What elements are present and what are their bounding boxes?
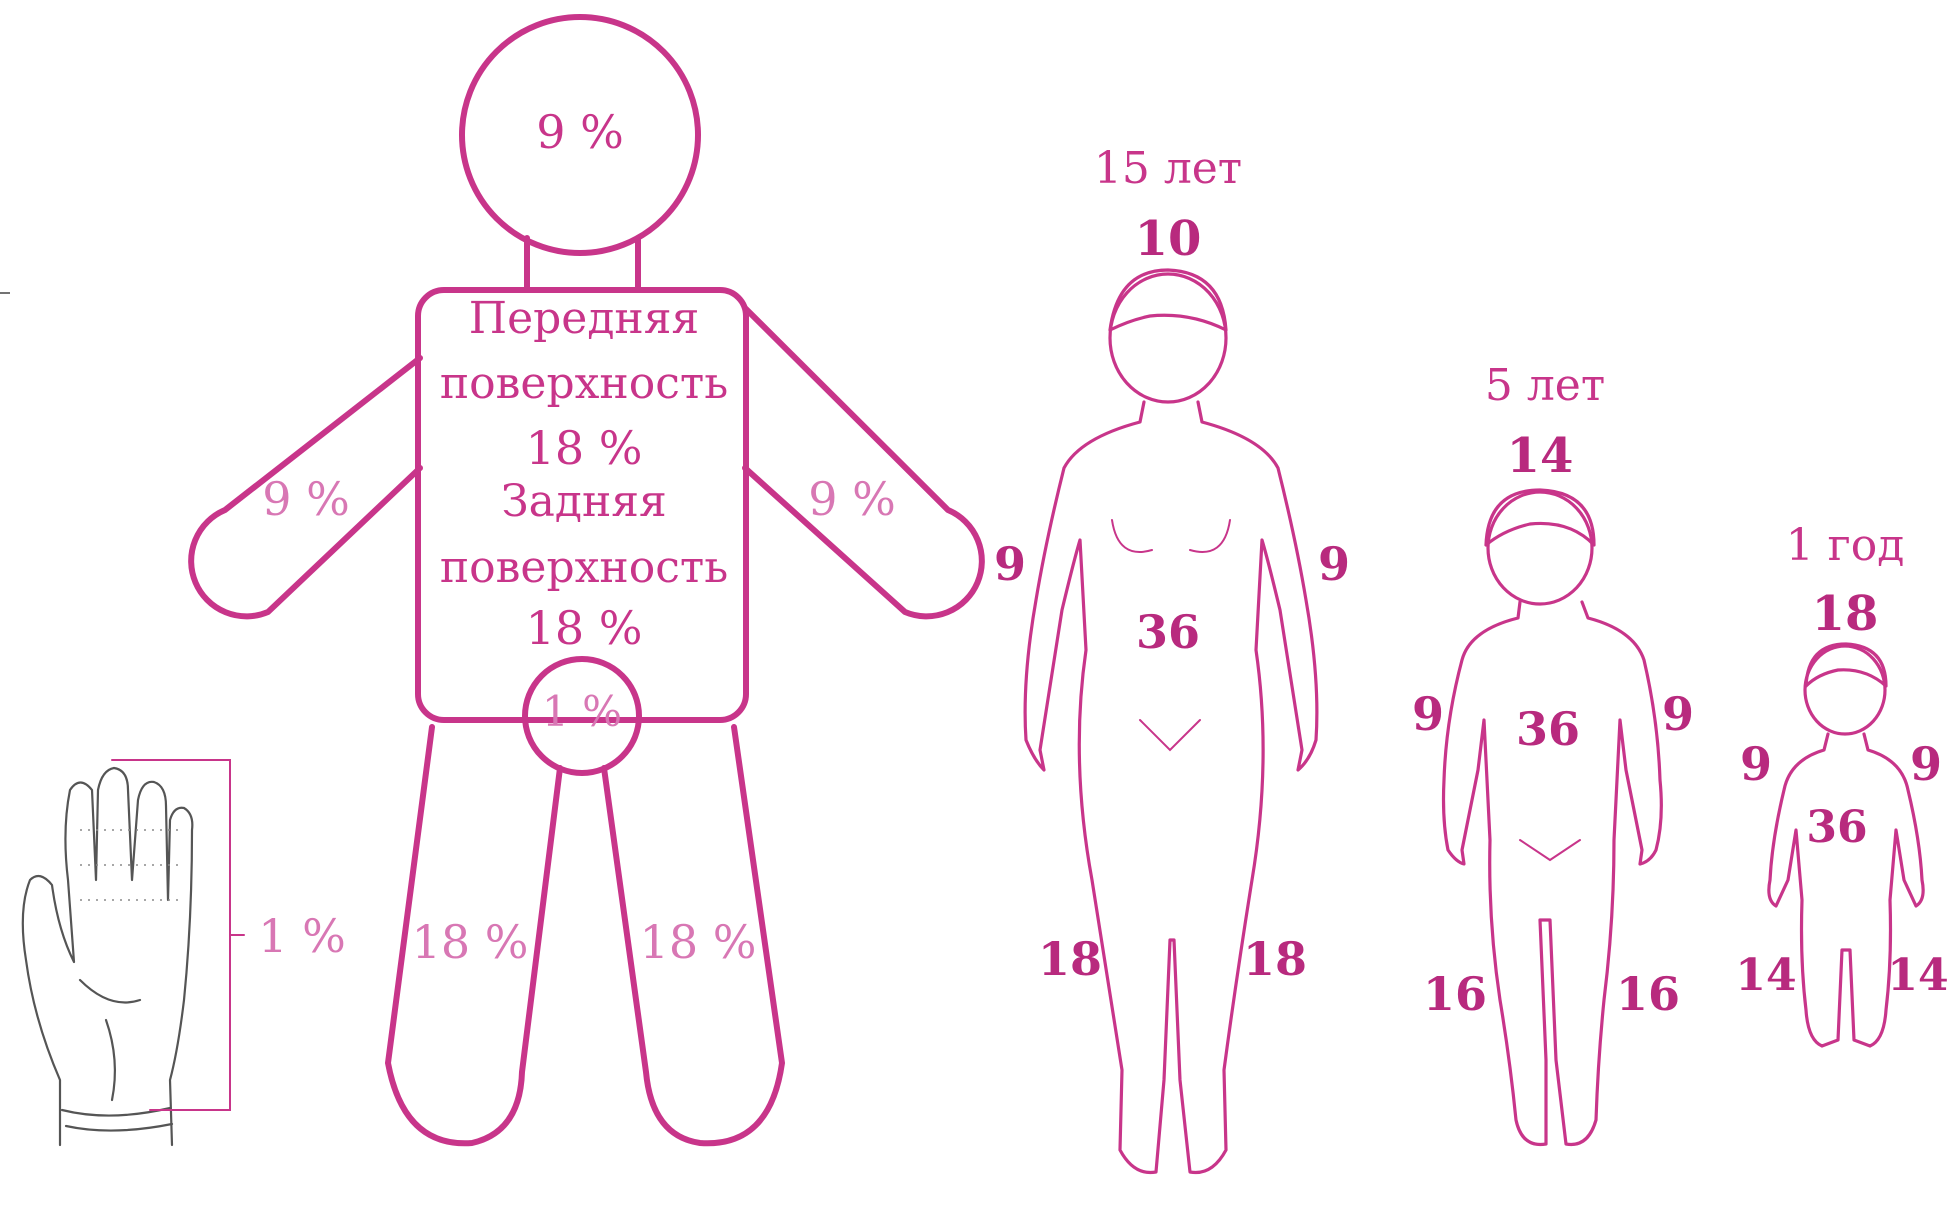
figure15-leg-left-value: 18 [1038, 932, 1102, 986]
figure5-head-value: 14 [1507, 428, 1574, 484]
figure1-arm-left-value: 9 [1740, 737, 1772, 791]
figure15-body [1025, 402, 1317, 1173]
figure1-leg-right-value: 14 [1887, 950, 1948, 1001]
figure-15-years: 15 лет 10 9 9 36 18 18 [994, 143, 1350, 1173]
label-left-arm-percent: 9 % [262, 472, 350, 526]
figure15-hair [1110, 270, 1226, 330]
label-palm-percent: 1 % [258, 909, 346, 963]
figure1-age-label: 1 год [1786, 520, 1905, 571]
label-front-word: поверхность [440, 358, 728, 409]
figure15-head-value: 10 [1135, 211, 1202, 267]
hand-palm-line-2 [80, 980, 140, 1003]
figure5-arm-left-value: 9 [1412, 687, 1444, 741]
label-right-leg-percent: 18 % [640, 915, 757, 969]
label-head-percent: 9 % [536, 105, 624, 159]
figure15-age-label: 15 лет [1094, 143, 1242, 194]
figure5-leg-right-value: 16 [1616, 967, 1680, 1021]
figure1-arm-right-value: 9 [1910, 737, 1942, 791]
hand-outline [23, 768, 193, 1145]
figure5-arm-right-value: 9 [1662, 687, 1694, 741]
hand-wrist-crease-2 [66, 1124, 172, 1131]
palm-hand-sketch: 1 % [23, 760, 346, 1145]
label-left-leg-percent: 18 % [412, 915, 529, 969]
figure5-details [1520, 840, 1580, 860]
figure5-head [1488, 492, 1592, 604]
figure5-trunk-value: 36 [1516, 702, 1580, 756]
label-back-word: поверхность [440, 542, 728, 593]
figure5-age-label: 5 лет [1485, 360, 1605, 411]
label-back-title: Задняя [501, 476, 667, 527]
figure1-leg-left-value: 14 [1735, 950, 1796, 1001]
figure-1-year: 1 год 18 9 9 36 14 14 [1735, 520, 1948, 1046]
figure-5-years: 5 лет 14 9 9 36 16 16 [1412, 360, 1694, 1145]
label-front-title: Передняя [469, 293, 700, 344]
figure1-head-value: 18 [1812, 586, 1879, 642]
label-right-arm-percent: 9 % [808, 472, 896, 526]
figure15-head [1110, 274, 1226, 402]
schematic-body: 9 % Передняя поверхность 18 % Задняя пов… [191, 17, 982, 1143]
label-front-percent: 18 % [526, 421, 643, 475]
figure15-arm-right-value: 9 [1318, 537, 1350, 591]
schematic-right-arm [745, 308, 982, 616]
label-groin-percent: 1 % [542, 687, 622, 736]
figure5-body [1444, 602, 1662, 1145]
hand-palm-line [106, 1020, 115, 1100]
figure15-leg-right-value: 18 [1243, 932, 1307, 986]
label-back-percent: 18 % [526, 601, 643, 655]
figure15-arm-left-value: 9 [994, 537, 1026, 591]
figure1-trunk-value: 36 [1806, 802, 1867, 853]
figure15-trunk-value: 36 [1136, 605, 1200, 659]
figure5-hair [1486, 490, 1594, 545]
figure5-leg-left-value: 16 [1423, 967, 1487, 1021]
figure1-head [1805, 646, 1885, 734]
figure1-hair [1806, 644, 1886, 686]
